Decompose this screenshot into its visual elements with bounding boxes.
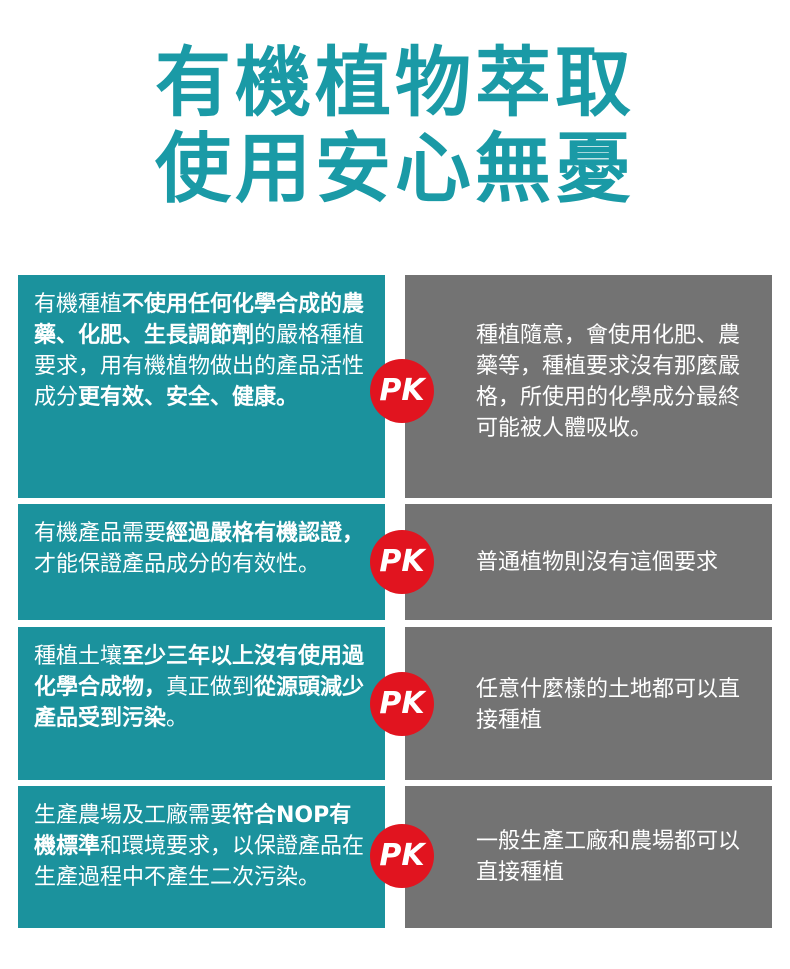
conventional-description-4: 一般生產工廠和農場都可以直接種植	[405, 786, 772, 928]
pk-badge: PK	[370, 530, 434, 594]
text-segment-bold: 不使用任何化學合成的農藥、化肥、生長調節劑	[34, 292, 365, 348]
title-line-2: 使用安心無憂	[155, 124, 635, 213]
comparison-row-1: 有機種植不使用任何化學合成的農藥、化肥、生長調節劑的嚴格種植要求，用有機植物做出…	[18, 275, 772, 498]
pk-badge: PK	[370, 672, 434, 736]
text-segment: 的嚴格種植要求，用有機植物做出的產品活性成分	[34, 323, 365, 410]
comparison-row-4: 生產農場及工廠需要符合NOP有機標準和環境要求，以保證產品在生產過程中不產生二次…	[18, 786, 772, 928]
comparison-row-3: 種植土壤至少三年以上沒有使用過化學合成物，真正做到從源頭減少產品受到污染。 任意…	[18, 627, 772, 780]
organic-description-4: 生產農場及工廠需要符合NOP有機標準和環境要求，以保證產品在生產過程中不產生二次…	[18, 786, 385, 928]
text-segment: 生產農場及工廠需要	[34, 803, 233, 828]
text-segment-bold: 符合NOP有機標準	[34, 803, 352, 859]
organic-description-3: 種植土壤至少三年以上沒有使用過化學合成物，真正做到從源頭減少產品受到污染。	[18, 627, 385, 780]
conventional-description-1: 種植隨意，會使用化肥、農藥等，種植要求沒有那麼嚴格，所使用的化學成分最終可能被人…	[405, 275, 772, 498]
text-segment: 普通植物則沒有這個要求	[476, 549, 719, 575]
text-segment: 種植土壤	[34, 644, 123, 669]
text-segment: 種植隨意，會使用化肥、農藥等，種植要求沒有那麼嚴格，所使用的化學成分最終可能被人…	[476, 323, 741, 441]
pk-badge: PK	[370, 359, 434, 423]
comparison-row-2: 有機產品需要經過嚴格有機認證， 才能保證產品成分的有效性。 普通植物則沒有這個要求…	[18, 504, 772, 620]
text-segment: 和環境要求，以保證產品在生產過程中不產生二次污染。	[34, 834, 365, 890]
organic-description-2: 有機產品需要經過嚴格有機認證， 才能保證產品成分的有效性。	[18, 504, 385, 620]
organic-description-1: 有機種植不使用任何化學合成的農藥、化肥、生長調節劑的嚴格種植要求，用有機植物做出…	[18, 275, 385, 498]
text-segment: 。	[166, 706, 189, 731]
text-segment: 有機種植	[34, 292, 123, 317]
conventional-description-2: 普通植物則沒有這個要求	[405, 504, 772, 620]
text-segment: 真正做到	[166, 675, 255, 700]
text-segment-bold: 從源頭減少產品受到污染	[34, 675, 365, 731]
text-segment-bold: 至少三年以上沒有使用過化學合成物，	[34, 644, 365, 700]
title-line-1: 有機植物萃取	[155, 38, 635, 127]
text-segment: 一般生產工廠和農場都可以直接種植	[476, 829, 741, 885]
text-segment-bold: 更有效、安全、健康。	[78, 385, 299, 410]
text-segment-bold: 經過嚴格有機認證，	[166, 521, 365, 546]
conventional-description-3: 任意什麼樣的土地都可以直接種植	[405, 627, 772, 780]
text-segment: 有機產品需要	[34, 521, 167, 546]
text-segment: 才能保證產品成分的有效性。	[34, 552, 321, 577]
text-segment: 任意什麼樣的土地都可以直接種植	[476, 677, 741, 733]
pk-badge: PK	[370, 824, 434, 888]
